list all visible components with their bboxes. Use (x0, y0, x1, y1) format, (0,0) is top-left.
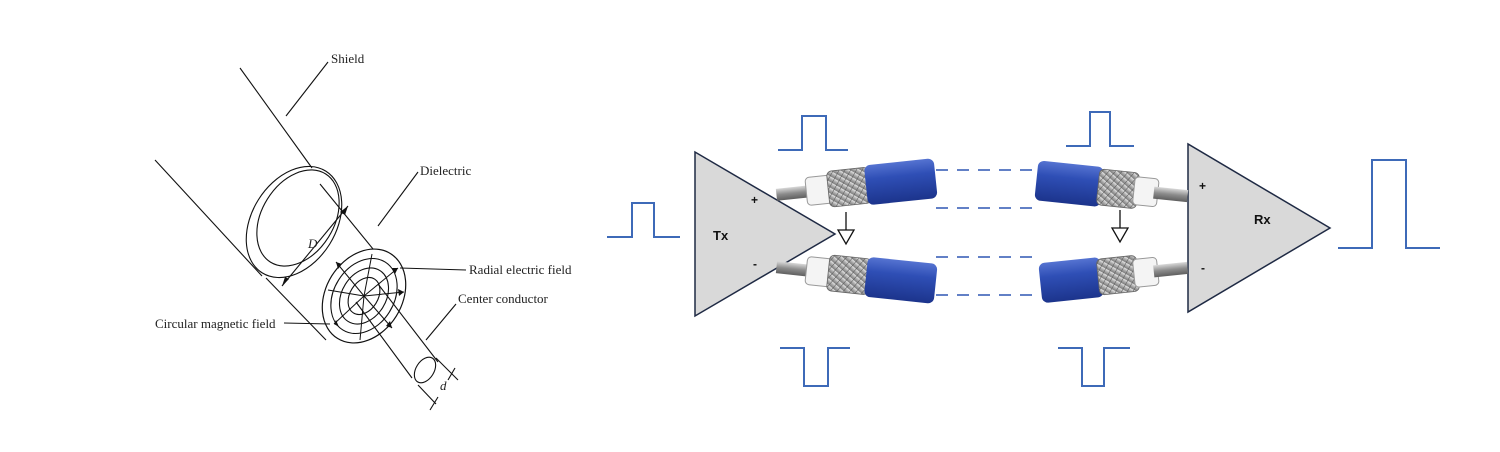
inner-diameter-label: d (440, 378, 447, 393)
tx-minus-label: - (753, 257, 757, 271)
field-arrowheads (334, 262, 404, 328)
center-conductor-edge-bottom (355, 301, 413, 379)
shield-label: Shield (331, 51, 365, 66)
dielectric-edge-top (319, 183, 383, 261)
radial-field-leader (399, 267, 467, 271)
cable-core-wire (1153, 186, 1189, 203)
shield-inner-rim (256, 169, 340, 267)
cable-core-wire (775, 261, 813, 277)
positive-pulse-left (778, 115, 848, 151)
tx-label: Tx (713, 228, 729, 243)
output-pulse (1338, 159, 1440, 249)
coax-cable-bottom-left (775, 254, 938, 304)
rx-plus-label: + (1199, 179, 1206, 193)
center-conductor-end (413, 356, 437, 384)
shield-leader (285, 61, 329, 117)
input-pulse (607, 202, 680, 238)
positive-pulse-right (1066, 111, 1134, 147)
coax-cable-top-left (775, 158, 938, 208)
cable-jacket (864, 158, 938, 205)
dielectric-edge-bottom (265, 277, 327, 341)
cable-core-wire (775, 185, 813, 201)
cable-jacket (1038, 257, 1104, 303)
coax-cable-bottom-right (1038, 255, 1189, 303)
cable-jacket (1034, 160, 1104, 207)
tx-plus-label: + (751, 193, 758, 207)
shield-end (245, 165, 343, 279)
cable-jacket (864, 257, 938, 304)
coax-cable-top-right (1034, 160, 1189, 209)
rx-amplifier (1187, 142, 1332, 314)
magnetic-field-leader (283, 322, 331, 325)
negative-pulse-right (1058, 347, 1130, 387)
rx-minus-label: - (1201, 261, 1205, 275)
inner-dim-arrow-bottom (429, 396, 439, 411)
differential-link: Tx + - Rx + - (607, 111, 1440, 387)
dielectric-leader (377, 171, 419, 227)
ground-icon (836, 212, 856, 246)
shield-edge-top (239, 67, 313, 169)
center-conductor-leader (425, 303, 457, 341)
inner-dim-line-1 (435, 357, 459, 381)
magnetic-ring-3 (347, 276, 381, 316)
radial-field-lines (327, 253, 405, 341)
outer-diameter-dimension (281, 205, 349, 287)
magnetic-ring-2 (338, 267, 390, 325)
negative-pulse-left (780, 347, 850, 387)
center-conductor-edge-top (377, 283, 439, 363)
magnetic-ring-1 (330, 257, 398, 335)
dielectric-label: Dielectric (420, 163, 471, 178)
ground-icon (1110, 210, 1130, 244)
center-conductor-label: Center conductor (458, 291, 549, 306)
shield-edge-bottom (154, 159, 263, 277)
radial-field-label: Radial electric field (469, 262, 572, 277)
tx-amplifier (694, 150, 837, 318)
outer-diameter-label: D (307, 236, 318, 251)
rx-label: Rx (1254, 212, 1271, 227)
cable-core-wire (1153, 261, 1189, 278)
inner-dim-arrow-top (447, 367, 456, 381)
magnetic-field-label: Circular magnetic field (155, 316, 276, 331)
inner-dim-line-2 (417, 384, 437, 405)
coax-cross-section: Shield Dielectric Radial electric field … (154, 51, 572, 411)
